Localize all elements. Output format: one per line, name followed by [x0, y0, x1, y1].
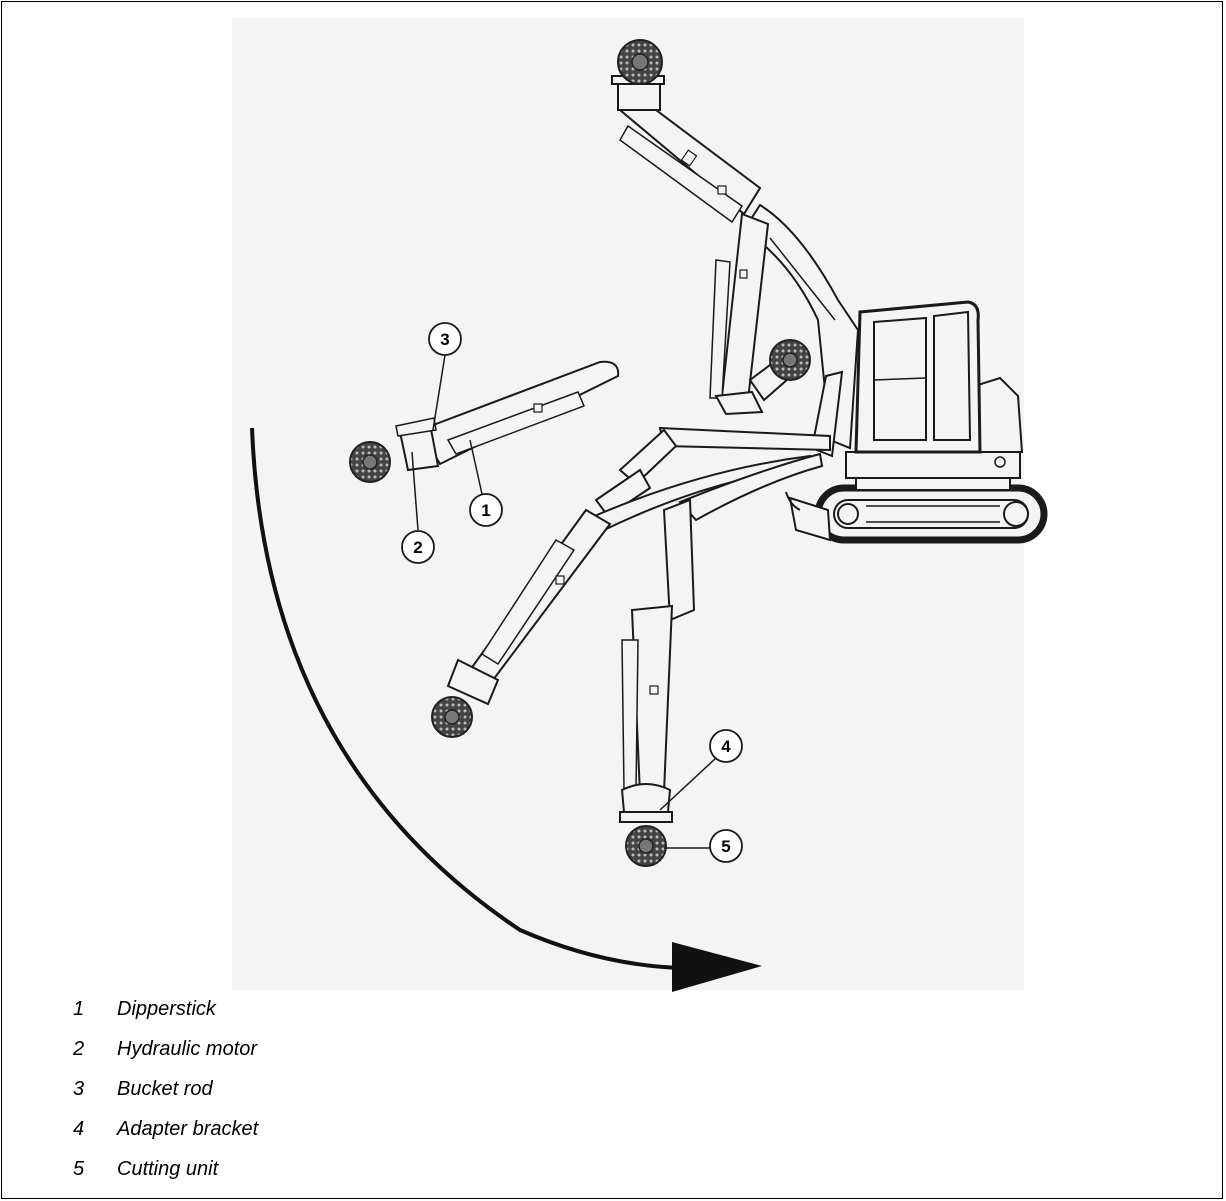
- callout-2: 2: [401, 530, 435, 564]
- callout-1: 1: [469, 493, 503, 527]
- legend-label: Cutting unit: [117, 1158, 219, 1180]
- cutting-unit-vertical: [625, 825, 667, 867]
- legend-number: 3: [73, 1078, 85, 1100]
- legend-label: Hydraulic motor: [117, 1038, 258, 1060]
- callout-3: 3: [428, 322, 462, 356]
- arm-diagonal: [446, 508, 612, 706]
- excavator-body: [845, 300, 1024, 491]
- boom-vertical: [662, 452, 824, 622]
- cutting-unit-detached: [349, 441, 391, 483]
- svg-text:2: 2: [413, 538, 422, 557]
- callout-4: 4: [709, 729, 743, 763]
- cutting-unit-diagonal: [431, 696, 473, 738]
- legend-number: 5: [73, 1158, 85, 1180]
- legend-label: Bucket rod: [117, 1078, 213, 1100]
- legend-number: 1: [73, 998, 85, 1020]
- callout-leaders: [411, 354, 717, 849]
- legend-label: Dipperstick: [117, 998, 216, 1020]
- legend-number: 2: [73, 1038, 85, 1060]
- svg-text:5: 5: [721, 837, 730, 856]
- tracks: [785, 484, 1048, 544]
- svg-text:3: 3: [440, 330, 449, 349]
- arm-raised: [611, 75, 762, 224]
- cutting-unit-top: [617, 39, 663, 85]
- legend-number: 4: [73, 1118, 85, 1140]
- legend-label: Adapter bracket: [117, 1118, 259, 1140]
- cutting-unit-folded: [769, 339, 811, 381]
- arm-vertical: [619, 604, 674, 823]
- callout-5: 5: [709, 829, 743, 863]
- rotation-arrow: [250, 427, 762, 992]
- dipperstick-assembly: [395, 360, 620, 472]
- svg-text:1: 1: [481, 501, 490, 520]
- arm-folded: [709, 212, 798, 416]
- svg-text:4: 4: [721, 737, 731, 756]
